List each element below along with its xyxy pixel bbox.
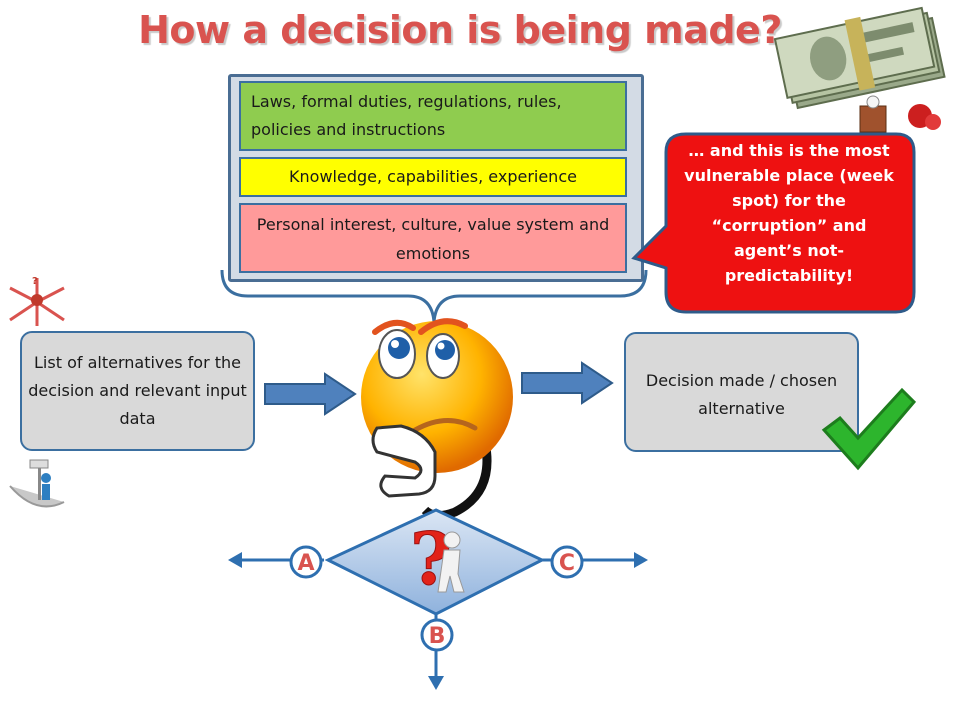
factor-knowledge: Knowledge, capabilities, experience — [239, 157, 627, 197]
callout-text: … and this is the most vulnerable place … — [684, 141, 894, 285]
signpost-figure-icon — [9, 459, 65, 508]
factor-laws: Laws, formal duties, regulations, rules,… — [239, 81, 627, 151]
factors-panel: Laws, formal duties, regulations, rules,… — [228, 74, 644, 282]
crossroads-figure-icon: ? — [9, 276, 65, 326]
svg-text:?: ? — [32, 276, 38, 287]
svg-text:A: A — [297, 551, 314, 576]
factor-personal-interest: Personal interest, culture, value system… — [239, 203, 627, 273]
svg-text:C: C — [559, 551, 575, 576]
page-title: How a decision is being made? — [138, 8, 782, 52]
money-stack-icon — [773, 6, 946, 133]
branch-b: B — [420, 618, 454, 652]
input-alternatives-box: List of alternatives for the decision an… — [20, 331, 255, 451]
output-arrow — [521, 361, 614, 405]
callout-bubble — [631, 132, 916, 314]
thinking-smiley-icon — [361, 318, 513, 520]
svg-text:B: B — [429, 624, 446, 649]
branch-c: C — [550, 545, 584, 579]
branch-a: A — [289, 545, 323, 579]
question-figure-icon: ? — [410, 516, 465, 596]
checkmark-icon — [821, 387, 917, 471]
decision-made-box: Decision made / chosen alternative — [624, 332, 859, 452]
input-arrow — [264, 372, 357, 416]
